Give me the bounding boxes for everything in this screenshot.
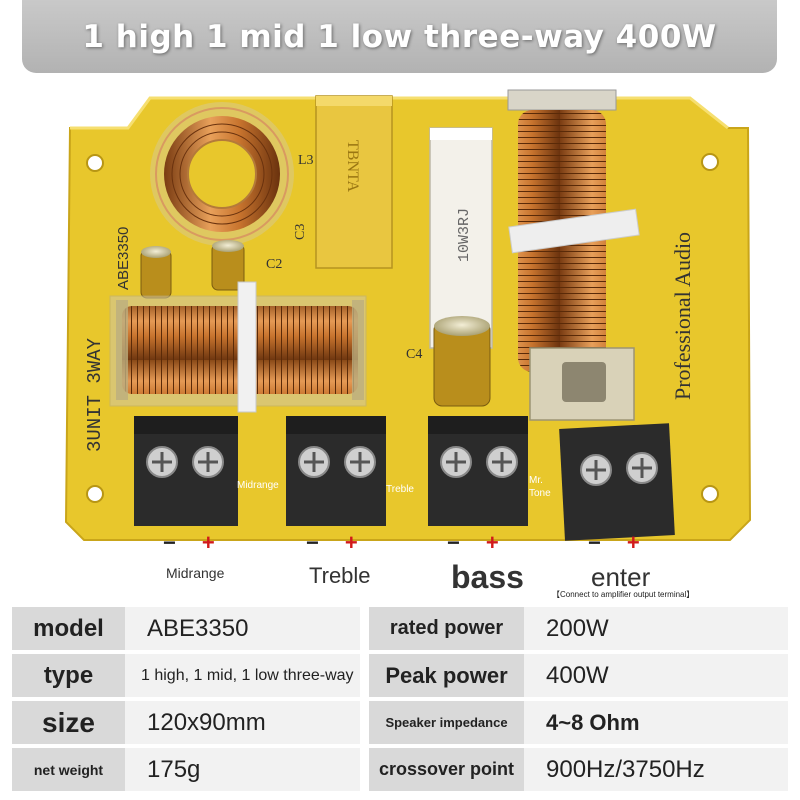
spec-value: 1 high, 1 mid, 1 low three-way xyxy=(125,654,360,697)
spec-divider xyxy=(360,607,369,650)
terminal-polarity-treble: −+ xyxy=(306,530,358,555)
terminal-label-bass: bass xyxy=(451,559,524,595)
terminal-block-input xyxy=(559,423,675,541)
spec-divider xyxy=(360,654,369,697)
spec-key: Peak power xyxy=(369,654,524,697)
terminal-polarity-bass: −+ xyxy=(447,530,499,555)
mount-hole xyxy=(701,153,719,171)
midrange-coil xyxy=(109,281,367,413)
title-banner: 1 high 1 mid 1 low three-way 400W xyxy=(22,0,777,73)
spec-divider xyxy=(360,701,369,744)
terminal-label-midrange: Midrange xyxy=(166,565,225,581)
spec-value: 4~8 Ohm xyxy=(524,701,788,744)
terminal-note: 【Connect to amplifier output terminal】 xyxy=(552,590,695,599)
spec-value: ABE3350 xyxy=(125,607,360,650)
spec-key: size xyxy=(12,701,125,744)
mount-hole xyxy=(701,485,719,503)
spec-key: crossover point xyxy=(369,748,524,791)
spec-key: net weight xyxy=(12,748,125,791)
electrolytic-capacitor-c4 xyxy=(433,316,491,407)
spec-value: 120x90mm xyxy=(125,701,360,744)
spec-table: model ABE3350 rated power 200W type 1 hi… xyxy=(12,607,788,791)
terminal-block-treble xyxy=(286,416,386,526)
box-capacitor-c3 xyxy=(315,95,393,269)
spec-key: rated power xyxy=(369,607,524,650)
callout-brand: Mr. Tone xyxy=(529,475,551,499)
terminal-block-midrange xyxy=(134,416,238,526)
spec-divider xyxy=(360,748,369,791)
terminal-polarity-midrange: −+ xyxy=(163,530,215,555)
terminal-polarity-input: −+ xyxy=(588,530,640,555)
board-brand-silkscreen: Professional Audio xyxy=(670,232,695,400)
spec-key: model xyxy=(12,607,125,650)
spec-key: type xyxy=(12,654,125,697)
banner-title: 1 high 1 mid 1 low three-way 400W xyxy=(82,18,717,55)
ref-l3: L3 xyxy=(298,153,314,168)
spec-value: 175g xyxy=(125,748,360,791)
terminal-block-bass xyxy=(428,416,528,526)
ref-c4: C4 xyxy=(406,347,422,362)
iron-core-coil-l4 xyxy=(507,89,640,421)
board-model-silkscreen: ABE3350 xyxy=(115,227,132,290)
electrolytic-capacitor xyxy=(140,246,172,299)
board-unit-silkscreen: 3UNIT 3WAY xyxy=(84,337,106,452)
crossover-board-illustration: ABE3350 3UNIT 3WAY Professional Audio TB… xyxy=(64,89,752,541)
air-core-coil-l3 xyxy=(150,102,294,246)
callout-treble: Treble xyxy=(386,484,414,495)
resistor-label: 10W3RJ xyxy=(456,208,473,262)
terminal-label-input: enter xyxy=(591,562,651,592)
callout-midrange: Midrange xyxy=(237,480,279,491)
mount-hole xyxy=(86,485,104,503)
spec-value: 400W xyxy=(524,654,788,697)
spec-key: Speaker impedance xyxy=(369,701,524,744)
spec-value: 200W xyxy=(524,607,788,650)
capacitor-label: TBNTA xyxy=(344,140,361,192)
ref-c3: C3 xyxy=(293,224,308,240)
terminal-label-treble: Treble xyxy=(309,563,371,588)
electrolytic-capacitor xyxy=(211,240,245,291)
ref-c2: C2 xyxy=(266,257,282,272)
mount-hole xyxy=(86,154,104,172)
spec-value: 900Hz/3750Hz xyxy=(524,748,788,791)
product-photo: ABE3350 3UNIT 3WAY Professional Audio TB… xyxy=(0,80,800,600)
